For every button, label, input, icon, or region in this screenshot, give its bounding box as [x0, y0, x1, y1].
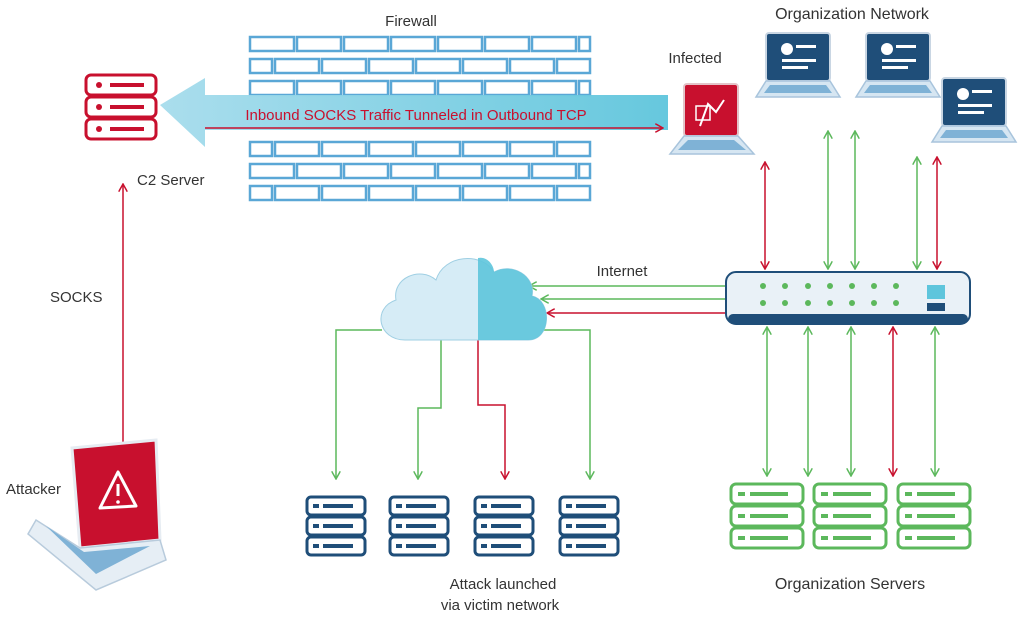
firewall-brick: [367, 140, 415, 158]
firewall-brick: [436, 162, 484, 180]
infected-label: Infected: [668, 50, 721, 67]
firewall-brick: [461, 57, 509, 75]
firewall-brick: [461, 184, 509, 202]
switch-led: [782, 300, 788, 306]
firewall-brick: [389, 79, 437, 97]
firewall-brick: [342, 79, 390, 97]
victim-server-2-icon: [388, 495, 450, 557]
switch-led: [760, 283, 766, 289]
firewall-brick: [389, 35, 437, 53]
internet-label: Internet: [597, 263, 649, 280]
firewall-brick: [295, 79, 343, 97]
firewall-brick: [248, 79, 296, 97]
switch-led: [893, 300, 899, 306]
org-server-2-icon: [812, 482, 888, 550]
firewall-brick: [483, 35, 531, 53]
firewall-brick: [414, 57, 462, 75]
firewall-brick: [248, 140, 274, 158]
firewall-brick: [273, 57, 321, 75]
firewall-brick: [248, 57, 274, 75]
firewall-brick: [508, 140, 556, 158]
firewall-brick: [273, 184, 321, 202]
network-switch-icon: [725, 271, 971, 325]
switch-led: [849, 300, 855, 306]
firewall-brick: [320, 140, 368, 158]
firewall-brick: [342, 35, 390, 53]
victim-server-4-icon: [558, 495, 620, 557]
switch-led: [893, 283, 899, 289]
switch-led: [782, 283, 788, 289]
firewall-brick: [508, 184, 556, 202]
attack-launched-label: Attack launched: [450, 576, 557, 593]
c2-server-label: C2 Server: [137, 172, 205, 189]
firewall-brick: [248, 184, 274, 202]
org-network-label: Organization Network: [775, 6, 930, 23]
switch-led: [805, 300, 811, 306]
cloud-victim1-link: [336, 329, 382, 478]
tunnel-label: Inbound SOCKS Traffic Tunneled in Outbou…: [245, 107, 586, 124]
attacker-label: Attacker: [6, 481, 61, 498]
firewall-brick: [555, 57, 592, 75]
switch-led: [827, 283, 833, 289]
c2-server-icon: [84, 73, 158, 141]
firewall-brick: [389, 162, 437, 180]
attacker-laptop-icon: [27, 438, 167, 591]
firewall-brick: [295, 35, 343, 53]
victim-server-1-icon: [305, 495, 367, 557]
firewall-brick: [248, 162, 296, 180]
firewall-brick: [530, 35, 578, 53]
org-laptop-3-icon: [931, 77, 1017, 143]
firewall-brick: [555, 140, 592, 158]
firewall-icon: [248, 35, 592, 202]
firewall-brick: [483, 79, 531, 97]
cloud-victim3-link: [477, 336, 505, 478]
firewall-brick: [577, 35, 592, 53]
firewall-brick: [436, 35, 484, 53]
firewall-brick: [436, 79, 484, 97]
infected-laptop-icon: [668, 83, 756, 155]
firewall-brick: [577, 79, 592, 97]
cloud-victim4-link: [535, 329, 590, 478]
firewall-brick: [342, 162, 390, 180]
switch-led: [805, 283, 811, 289]
switch-led: [871, 283, 877, 289]
firewall-brick: [555, 184, 592, 202]
firewall-brick: [414, 184, 462, 202]
switch-led: [827, 300, 833, 306]
firewall-brick: [577, 162, 592, 180]
firewall-brick: [320, 57, 368, 75]
firewall-brick: [414, 140, 462, 158]
org-laptop-1-icon: [755, 32, 841, 98]
socks-label: SOCKS: [50, 289, 103, 306]
firewall-brick: [367, 184, 415, 202]
org-servers-label: Organization Servers: [775, 576, 925, 593]
tunnel-arrow: [160, 78, 668, 147]
firewall-brick: [248, 35, 296, 53]
org-server-1-icon: [729, 482, 805, 550]
firewall-brick: [530, 79, 578, 97]
firewall-brick: [367, 57, 415, 75]
firewall-brick: [483, 162, 531, 180]
connectors: [123, 132, 937, 478]
switch-led: [871, 300, 877, 306]
cloud-victim2-link: [418, 336, 442, 478]
firewall-brick: [320, 184, 368, 202]
firewall-brick: [461, 140, 509, 158]
firewall-brick: [508, 57, 556, 75]
firewall-brick: [295, 162, 343, 180]
victim-server-3-icon: [473, 495, 535, 557]
firewall-label: Firewall: [385, 13, 437, 30]
firewall-brick: [273, 140, 321, 158]
switch-led: [760, 300, 766, 306]
attack-launched-label-2: via victim network: [441, 597, 560, 614]
internet-cloud-icon: [380, 257, 547, 341]
org-server-3-icon: [896, 482, 972, 550]
org-laptop-2-icon: [855, 32, 941, 98]
firewall-brick: [530, 162, 578, 180]
switch-led: [849, 283, 855, 289]
